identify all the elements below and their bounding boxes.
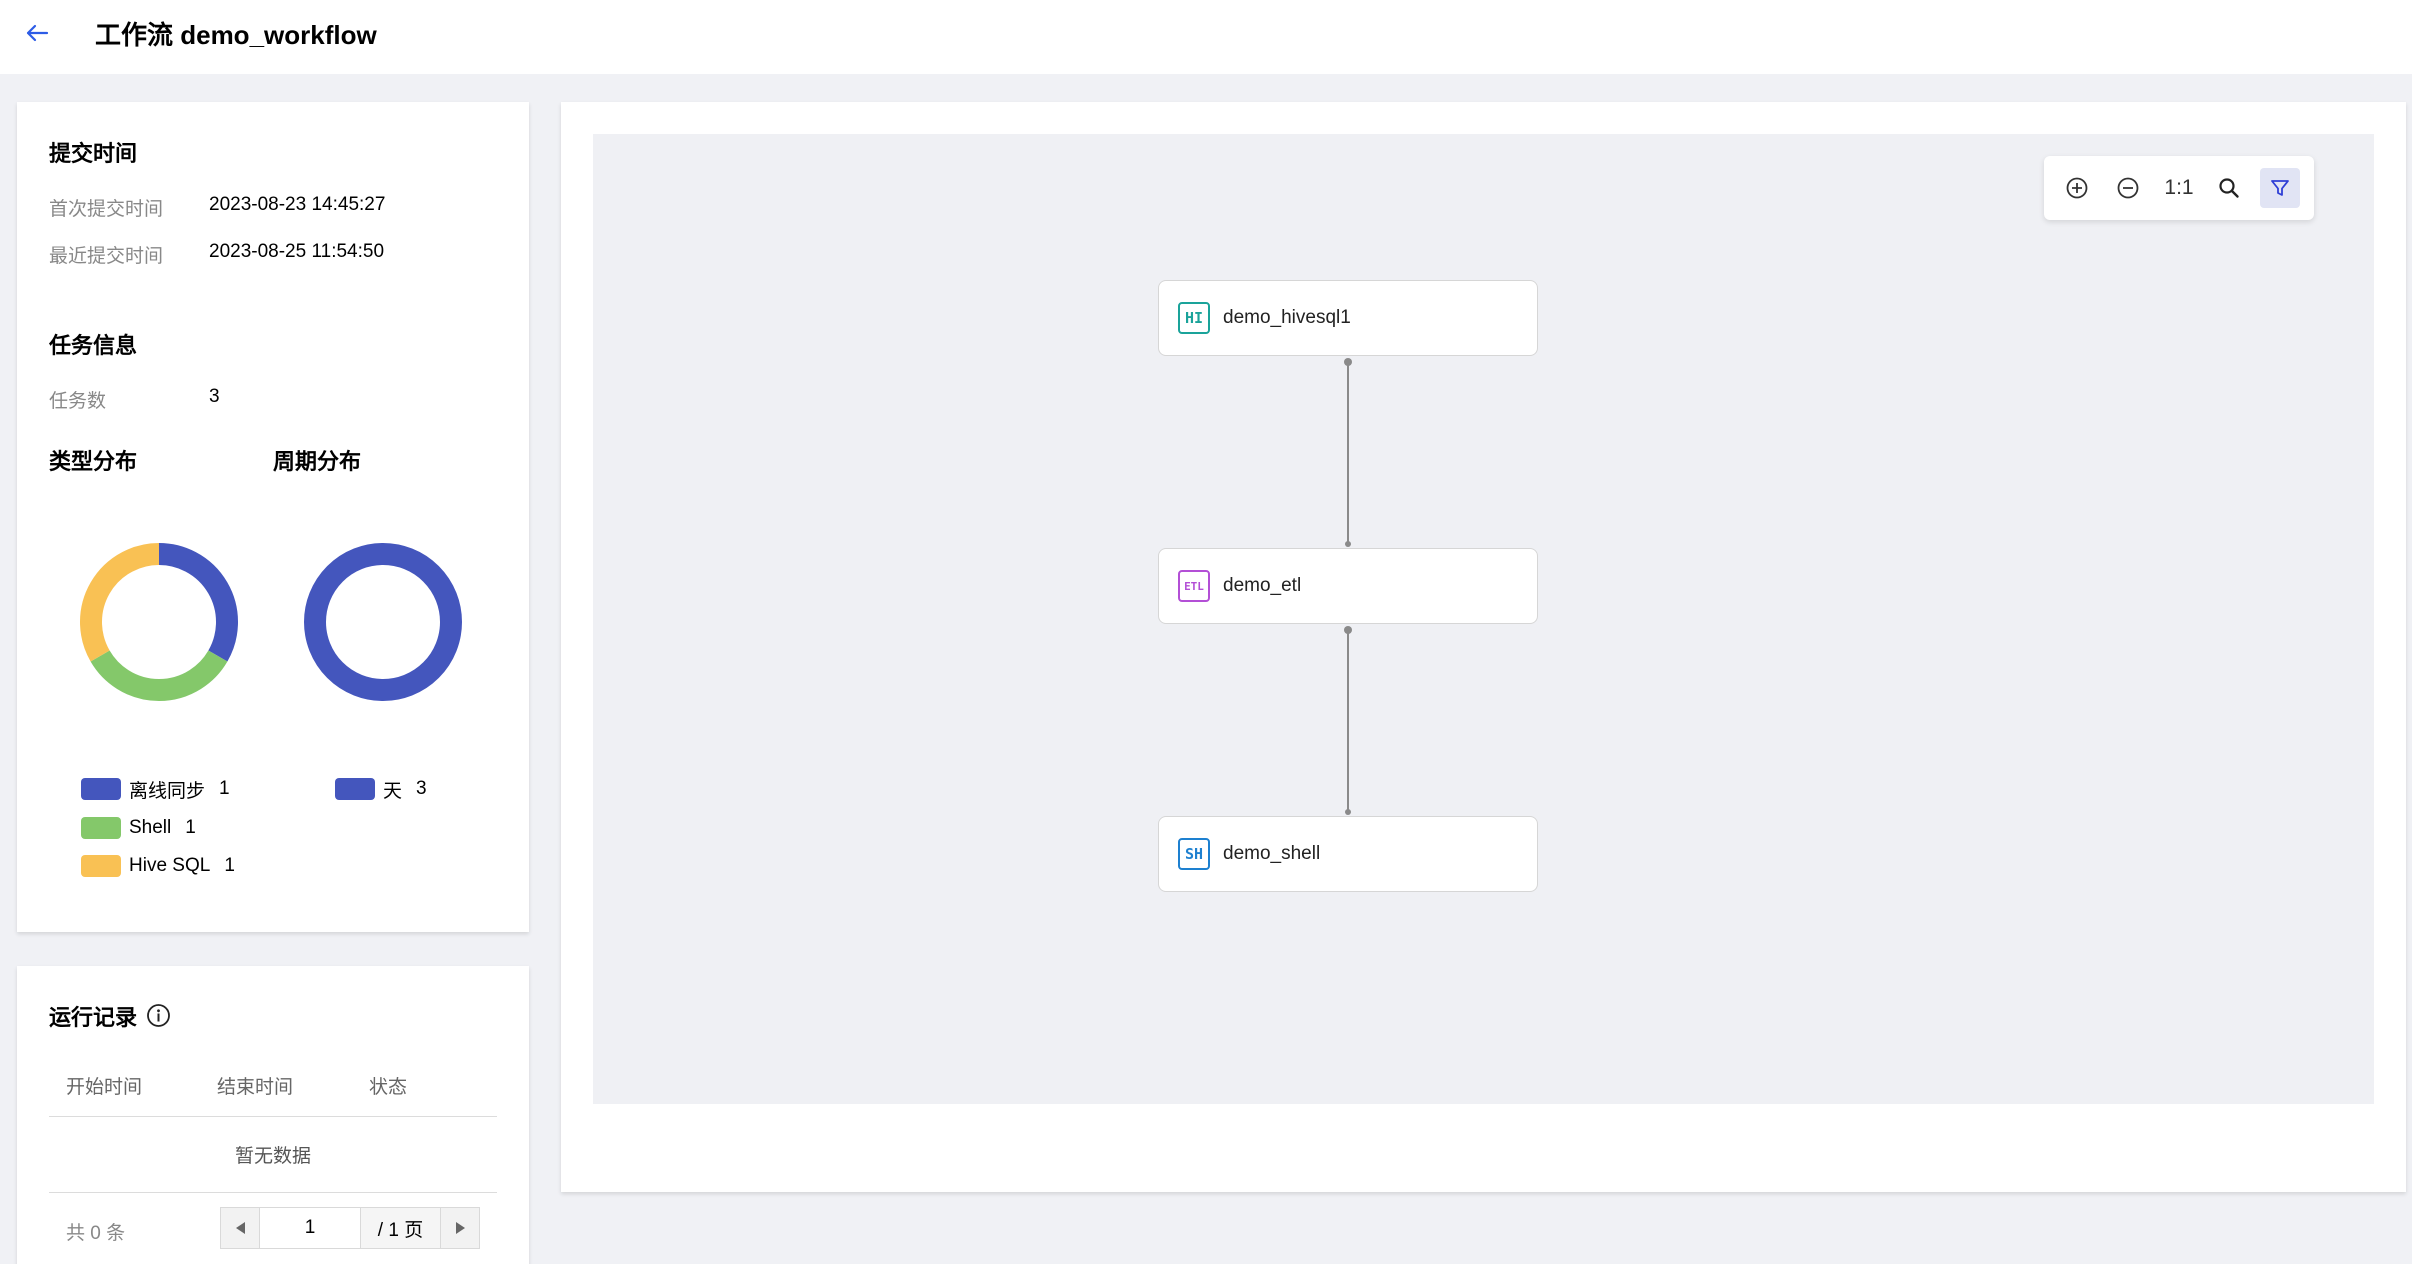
task-info-title: 任务信息	[49, 333, 138, 358]
legend-label: 离线同步	[129, 780, 206, 802]
run-records-card: 运行记录 开始时间 结束时间 状态 暂无数据 共 0 条 / 1 页	[17, 966, 529, 1264]
legend-swatch	[81, 855, 121, 877]
dag-node-demo-hivesql1[interactable]: HI demo_hivesql1	[1158, 280, 1538, 356]
col-start-time: 开始时间	[66, 1077, 143, 1098]
search-button[interactable]	[2209, 168, 2249, 208]
legend-swatch	[81, 778, 121, 800]
dag-edges	[1344, 358, 1352, 815]
table-divider	[49, 1116, 497, 1117]
node-label: demo_hivesql1	[1223, 307, 1351, 328]
page-title: 工作流 demo_workflow	[95, 20, 377, 50]
caret-left-icon	[235, 1222, 245, 1234]
latest-submit-label: 最近提交时间	[49, 246, 164, 267]
donut-slice	[304, 543, 462, 701]
task-count-value: 3	[209, 386, 220, 407]
legend-offline-sync: 离线同步 1	[81, 777, 230, 802]
back-button[interactable]	[22, 18, 52, 48]
filter-icon	[2271, 180, 2289, 196]
header-bar: 工作流 demo_workflow	[0, 0, 2412, 74]
donut-slice	[80, 543, 160, 662]
first-submit-label: 首次提交时间	[49, 199, 164, 220]
zoom-in-icon	[2066, 177, 2088, 199]
shell-icon: SH	[1178, 838, 1210, 870]
run-records-title: 运行记录	[49, 1005, 138, 1030]
task-count-label: 任务数	[49, 391, 107, 412]
edge-etl-to-shell	[1344, 626, 1352, 815]
type-dist-title: 类型分布	[49, 449, 138, 474]
legend-swatch	[335, 778, 375, 800]
next-page-button[interactable]	[441, 1208, 479, 1248]
period-distribution-chart	[304, 543, 462, 701]
legend-day: 天 3	[335, 777, 427, 802]
node-label: demo_shell	[1223, 843, 1321, 864]
legend-count: 1	[224, 855, 235, 876]
node-label: demo_etl	[1223, 575, 1302, 596]
canvas-toolbar: 1:1	[2044, 156, 2314, 220]
donut-slice	[158, 543, 238, 662]
empty-placeholder: 暂无数据	[234, 1146, 311, 1167]
prev-page-button[interactable]	[221, 1208, 259, 1248]
legend-label: Hive SQL	[129, 855, 211, 876]
total-count: 共 0 条	[66, 1223, 126, 1244]
hive-sql-icon: HI	[1178, 302, 1210, 334]
submit-time-title: 提交时间	[49, 141, 138, 166]
dag-canvas-card: HI demo_hivesql1 ETL demo_etl SH demo_sh…	[561, 102, 2406, 1192]
donut-slice	[90, 650, 228, 701]
legend-label: Shell	[129, 817, 172, 838]
pagination: / 1 页	[220, 1207, 480, 1249]
legend-count: 1	[185, 817, 196, 838]
caret-right-icon	[455, 1222, 465, 1234]
legend-swatch	[81, 817, 121, 839]
edge-hivesql-to-etl	[1344, 358, 1352, 547]
legend-label: 天	[383, 780, 403, 802]
legend-hive-sql: Hive SQL 1	[81, 854, 235, 878]
etl-icon: ETL	[1178, 570, 1210, 602]
dag-node-demo-etl[interactable]: ETL demo_etl	[1158, 548, 1538, 624]
dag-node-demo-shell[interactable]: SH demo_shell	[1158, 816, 1538, 892]
zoom-out-icon	[2117, 177, 2139, 199]
legend-shell: Shell 1	[81, 816, 196, 840]
search-icon	[2219, 178, 2239, 198]
first-submit-value: 2023-08-23 14:45:27	[209, 194, 386, 215]
latest-submit-value: 2023-08-25 11:54:50	[209, 241, 385, 262]
legend-count: 3	[416, 778, 427, 799]
zoom-in-button[interactable]	[2057, 168, 2097, 208]
workflow-info-card: 提交时间 首次提交时间 2023-08-23 14:45:27 最近提交时间 2…	[17, 102, 529, 932]
table-divider	[49, 1192, 497, 1193]
page-number-input[interactable]	[259, 1208, 361, 1248]
dag-canvas[interactable]: HI demo_hivesql1 ETL demo_etl SH demo_sh…	[593, 134, 2374, 1104]
actual-size-button[interactable]: 1:1	[2164, 176, 2194, 199]
col-end-time: 结束时间	[217, 1077, 294, 1098]
page-total: / 1 页	[361, 1208, 441, 1248]
info-icon[interactable]	[146, 1003, 171, 1028]
legend-count: 1	[219, 778, 230, 799]
col-status: 状态	[369, 1077, 408, 1098]
zoom-out-button[interactable]	[2108, 168, 2148, 208]
period-dist-title: 周期分布	[273, 449, 362, 474]
arrow-left-icon	[26, 24, 49, 42]
filter-button[interactable]	[2260, 168, 2300, 208]
type-distribution-chart	[80, 543, 238, 701]
